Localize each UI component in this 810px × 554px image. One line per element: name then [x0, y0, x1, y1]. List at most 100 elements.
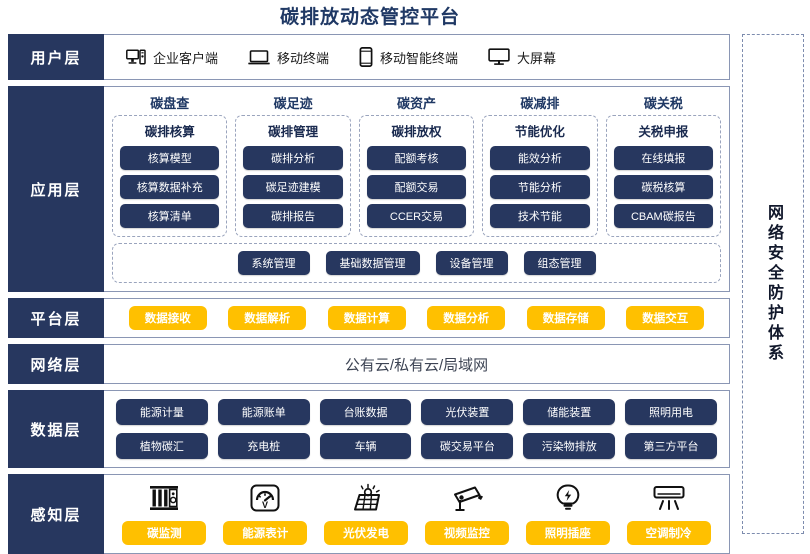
perception-item-air-conditioning[interactable]: 空调制冷: [618, 481, 719, 545]
layer-application-label: 应用层: [8, 86, 104, 292]
data-row-2: 植物碳汇 充电桩 车辆 碳交易平台 污染物排放 第三方平台: [116, 433, 717, 459]
perception-item-label: 照明插座: [525, 521, 610, 545]
app-card-tariff-declaration: 关税申报 在线填报 碳税核算 CBAM碳报告: [605, 115, 722, 237]
app-card-carbon-management: 碳排管理 碳排分析 碳足迹建模 碳排报告: [235, 115, 351, 237]
energy-meter-icon: V: [249, 481, 281, 515]
layer-data-body: 能源计量 能源账单 台账数据 光伏装置 储能装置 照明用电 植物碳汇 充电桩 车…: [104, 391, 729, 467]
mgmt-pill-system[interactable]: 系统管理: [237, 251, 310, 275]
data-row-1: 能源计量 能源账单 台账数据 光伏装置 储能装置 照明用电: [116, 399, 717, 425]
large-screen-icon: [488, 48, 510, 66]
perception-item-lighting-socket[interactable]: 照明插座: [517, 481, 618, 545]
app-pill[interactable]: 技术节能: [490, 204, 590, 228]
perception-item-label: 视频监控: [424, 521, 509, 545]
app-column-carbon-asset: 碳资产 碳排放权 配额考核 配额交易 CCER交易: [358, 93, 475, 237]
layer-application: 应用层 碳盘查 碳排核算 核算模型 核算数据补充 核算清单 碳足迹: [8, 86, 730, 292]
app-pill[interactable]: CBAM碳报告: [613, 204, 714, 228]
data-pill[interactable]: 碳交易平台: [421, 433, 514, 459]
app-card-title: 节能优化: [514, 125, 565, 139]
app-column-title: 碳关税: [643, 96, 683, 111]
page-title: 碳排放动态管控平台: [279, 7, 460, 28]
data-pill[interactable]: 车辆: [319, 433, 412, 459]
app-pill[interactable]: 核算清单: [120, 204, 220, 228]
app-column-title: 碳足迹: [273, 96, 313, 111]
app-pill[interactable]: CCER交易: [366, 204, 467, 228]
app-column-title: 碳盘查: [150, 96, 190, 111]
app-pill[interactable]: 节能分析: [490, 175, 590, 199]
app-card-title: 碳排放权: [391, 125, 442, 139]
air-conditioner-icon: [652, 481, 686, 515]
application-management-card: 系统管理 基础数据管理 设备管理 组态管理: [112, 243, 721, 283]
app-pill[interactable]: 碳排报告: [243, 204, 343, 228]
user-item-smart-mobile-terminal[interactable]: 移动智能终端: [359, 47, 458, 67]
user-item-label: 大屏幕: [517, 50, 557, 66]
app-pill[interactable]: 碳税核算: [613, 175, 714, 199]
layer-user-body: 企业客户端 移动终端: [104, 35, 729, 79]
app-pill[interactable]: 能效分析: [490, 146, 590, 170]
layer-network-body: 公有云/私有云/局域网: [104, 345, 729, 383]
platform-pill[interactable]: 数据分析: [427, 306, 506, 330]
perception-item-energy-meter[interactable]: V 能源表计: [215, 481, 316, 545]
app-card-title: 碳排核算: [144, 125, 195, 139]
data-pill[interactable]: 能源账单: [217, 399, 310, 425]
app-card-energy-optimization: 节能优化 能效分析 节能分析 技术节能: [482, 115, 598, 237]
user-item-enterprise-client[interactable]: 企业客户端: [126, 48, 218, 67]
user-item-large-screen[interactable]: 大屏幕: [488, 48, 556, 67]
layer-data-label: 数据层: [8, 390, 104, 468]
desktop-pc-icon: [126, 49, 146, 66]
layer-platform-label: 平台层: [8, 298, 104, 338]
data-pill[interactable]: 充电桩: [217, 433, 310, 459]
layer-perception-label: 感知层: [8, 474, 104, 554]
carbon-monitor-icon: [148, 481, 180, 515]
platform-pill[interactable]: 数据交互: [626, 306, 705, 330]
carbon-platform-architecture-diagram: 碳排放动态管控平台 用户层: [8, 7, 804, 554]
smartphone-icon: [359, 47, 373, 67]
layer-platform-body: 数据接收 数据解析 数据计算 数据分析 数据存储 数据交互: [104, 299, 729, 337]
layer-platform: 平台层 数据接收 数据解析 数据计算 数据分析 数据存储 数据交互: [8, 298, 730, 338]
layer-stack: 用户层 企业客户端: [8, 34, 730, 554]
mgmt-pill-device[interactable]: 设备管理: [435, 251, 508, 275]
perception-item-label: 光伏发电: [324, 521, 409, 545]
light-bulb-icon: [554, 481, 582, 515]
app-pill[interactable]: 配额交易: [366, 175, 467, 199]
data-pill[interactable]: 第三方平台: [625, 433, 717, 459]
user-item-label: 企业客户端: [153, 50, 219, 66]
app-pill[interactable]: 核算数据补充: [120, 175, 220, 199]
app-pill[interactable]: 核算模型: [120, 146, 220, 170]
layer-network: 网络层 公有云/私有云/局域网: [8, 344, 730, 384]
user-item-mobile-terminal[interactable]: 移动终端: [248, 48, 329, 67]
app-card-emission-rights: 碳排放权 配额考核 配额交易 CCER交易: [358, 115, 475, 237]
app-card-title: 碳排管理: [268, 125, 319, 139]
layer-user-label: 用户层: [8, 34, 104, 80]
layer-network-label: 网络层: [8, 344, 104, 384]
perception-item-carbon-monitor[interactable]: 碳监测: [114, 481, 215, 545]
data-pill[interactable]: 植物碳汇: [116, 433, 208, 459]
app-column-carbon-reduction: 碳减排 节能优化 能效分析 节能分析 技术节能: [482, 93, 598, 237]
data-pill[interactable]: 光伏装置: [421, 399, 514, 425]
app-pill[interactable]: 碳排分析: [243, 146, 343, 170]
data-pill[interactable]: 污染物排放: [523, 433, 616, 459]
app-column-title: 碳资产: [397, 96, 437, 111]
laptop-icon: [248, 49, 270, 66]
mgmt-pill-configuration[interactable]: 组态管理: [523, 251, 596, 275]
platform-pill[interactable]: 数据接收: [128, 306, 207, 330]
platform-pill[interactable]: 数据存储: [526, 306, 605, 330]
data-pill[interactable]: 储能装置: [523, 399, 616, 425]
app-pill[interactable]: 在线填报: [613, 146, 714, 170]
app-pill[interactable]: 碳足迹建模: [243, 175, 343, 199]
platform-pill[interactable]: 数据计算: [327, 306, 406, 330]
data-pill[interactable]: 能源计量: [116, 399, 208, 425]
cctv-camera-icon: [450, 481, 484, 515]
network-text: 公有云/私有云/局域网: [344, 356, 489, 374]
app-pill[interactable]: 配额考核: [366, 146, 467, 170]
perception-item-label: 空调制冷: [626, 521, 711, 545]
network-security-system-panel: 网络安全防护体系: [742, 34, 804, 534]
app-column-carbon-inventory: 碳盘查 碳排核算 核算模型 核算数据补充 核算清单: [112, 93, 228, 237]
layer-perception: 感知层 碳: [8, 474, 730, 554]
platform-pill[interactable]: 数据解析: [228, 306, 307, 330]
perception-item-solar-power[interactable]: 光伏发电: [316, 481, 417, 545]
solar-panel-icon: [349, 481, 383, 515]
perception-item-video-surveillance[interactable]: 视频监控: [416, 481, 517, 545]
mgmt-pill-basic-data[interactable]: 基础数据管理: [325, 251, 420, 275]
data-pill[interactable]: 台账数据: [319, 399, 412, 425]
data-pill[interactable]: 照明用电: [625, 399, 717, 425]
